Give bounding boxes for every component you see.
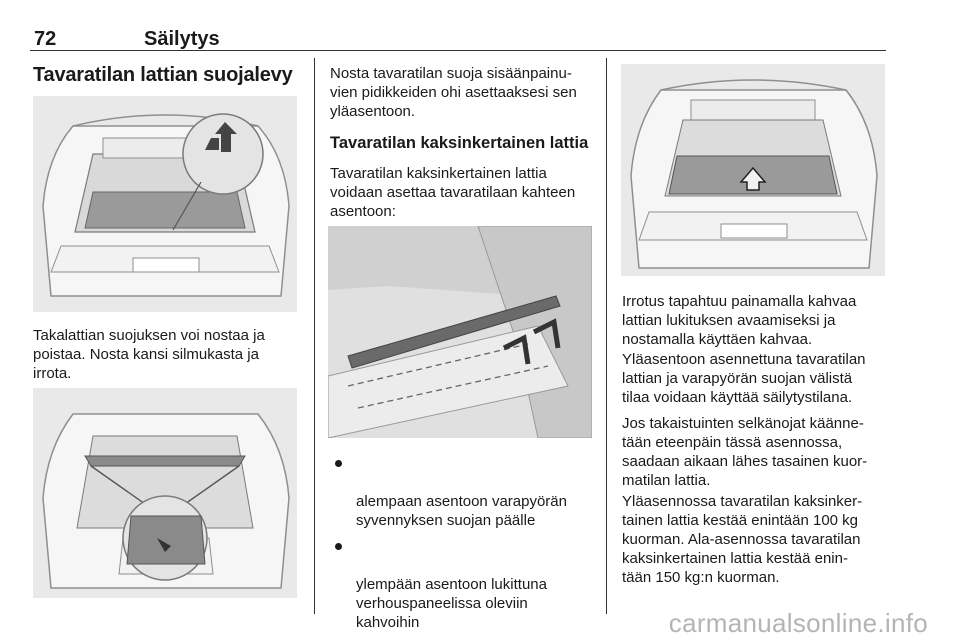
positions-list: alempaan asentoon varapyörän syvennyksen…	[330, 454, 600, 639]
figure-floor-cover-loop	[33, 96, 297, 312]
paragraph-lift-cover: Takalattian suojuksen voi nostaa ja pois…	[33, 327, 265, 382]
car-trunk-illustration-2	[33, 388, 297, 598]
bullet-icon	[335, 460, 342, 467]
watermark: carmanualsonline.info	[668, 608, 928, 638]
trunk-interior-illustration	[328, 226, 592, 438]
figure-floor-cover-removal	[33, 388, 297, 598]
paragraph-flat-floor: Jos takaistuinten selkänojat käänne- tää…	[622, 415, 868, 489]
car-trunk-illustration-3	[621, 64, 885, 276]
list-item: alempaan asentoon varapyörän syvennyksen…	[330, 454, 600, 530]
figure-floor-handle	[621, 64, 885, 276]
list-item-text: ylempään asentoon lukittuna verhouspanee…	[356, 576, 547, 631]
car-trunk-illustration-1	[33, 96, 297, 312]
paragraph-removal: Irrotus tapahtuu painamalla kahvaa latti…	[622, 293, 857, 348]
list-item: ylempään asentoon lukittuna verhouspanee…	[330, 537, 600, 632]
paragraph-two-positions: Tavaratilan kaksinkertainen lattia voida…	[330, 165, 576, 220]
column-divider-left	[314, 58, 315, 614]
paragraph-upper-position: Nosta tavaratilan suoja sisäänpainu- vie…	[330, 65, 577, 120]
list-item-text: alempaan asentoon varapyörän syvennyksen…	[356, 493, 567, 529]
page-number: 72	[34, 28, 57, 50]
column-divider-right	[606, 58, 607, 614]
section-title-double-floor: Tavaratilan kaksinkertainen lattia	[330, 134, 589, 152]
paragraph-load-capacity: Yläasennossa tavaratilan kaksinker- tain…	[622, 493, 863, 586]
section-title-floor-cover: Tavaratilan lattian suojalevy	[33, 64, 293, 86]
bullet-icon	[335, 543, 342, 550]
chapter-title: Säilytys	[144, 28, 220, 50]
page-header: 72 Säilytys	[30, 20, 886, 51]
paragraph-storage-space: Yläasentoon asennettuna tavaratilan latt…	[622, 351, 866, 406]
figure-double-floor	[328, 226, 592, 438]
